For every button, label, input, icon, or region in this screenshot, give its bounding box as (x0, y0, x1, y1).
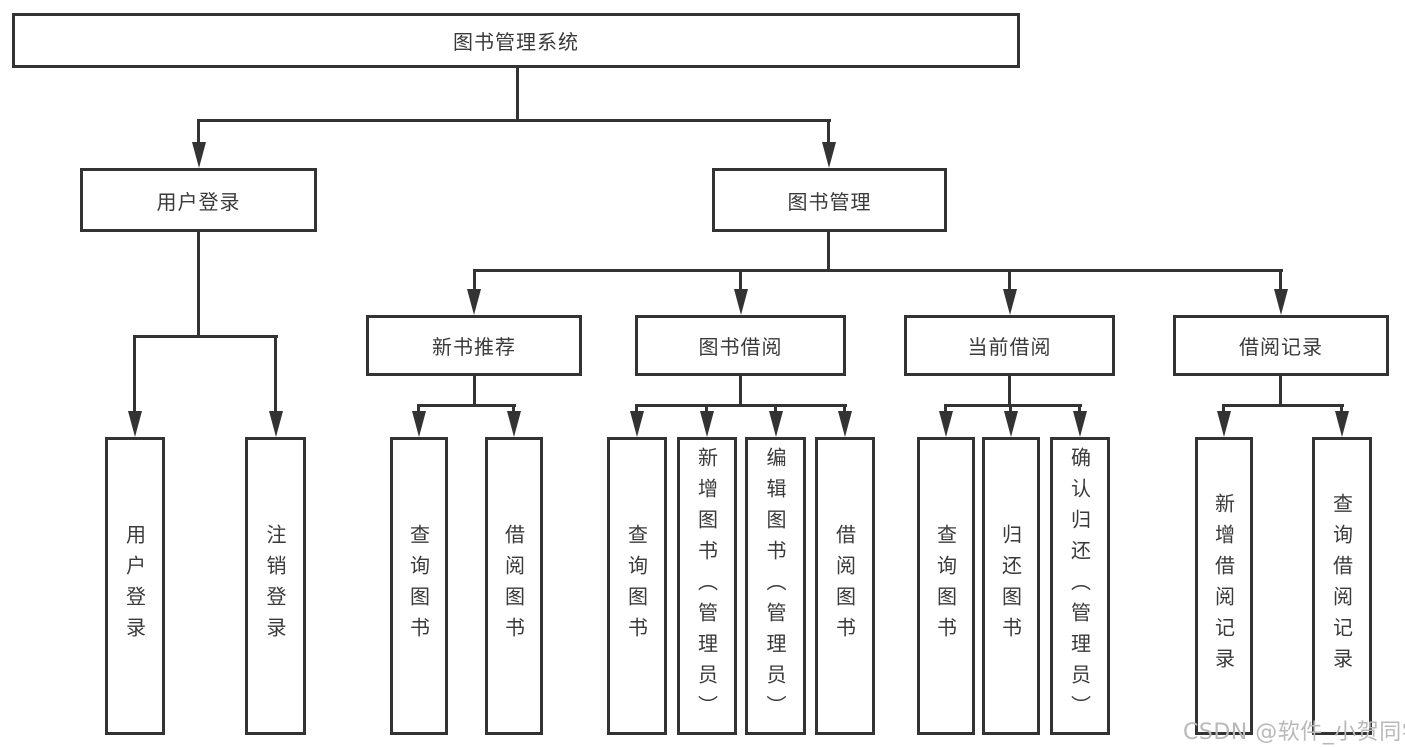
node-book-management: 图书管理 (712, 168, 947, 232)
arrow-down-icon (1274, 289, 1288, 315)
connector-line (1008, 269, 1011, 295)
connector-line (197, 119, 831, 122)
connector-line (1008, 376, 1011, 407)
node-leaf-add-borrow-record: 新增借阅记录 (1195, 437, 1253, 735)
node-leaf-logout: 注销登录 (245, 437, 306, 735)
arrow-down-icon (838, 411, 852, 437)
connector-line (133, 335, 136, 415)
node-label: 新书推荐 (432, 335, 516, 359)
node-leaf-borrow-books: 借阅图书 (815, 437, 875, 735)
node-label: 归还图书 (998, 524, 1023, 648)
node-label: 查询借阅记录 (1329, 493, 1354, 679)
connector-line (417, 404, 516, 407)
node-user-login: 用户登录 (80, 168, 317, 232)
node-label: 图书管理 (787, 189, 872, 214)
connector-line (1279, 376, 1282, 407)
node-leaf-recommend-borrow-books: 借阅图书 (485, 437, 543, 735)
arrow-down-icon (192, 142, 206, 168)
node-label: 借阅图书 (501, 524, 526, 648)
arrow-down-icon (467, 289, 481, 315)
node-label: 确认归还（管理员） (1067, 446, 1092, 726)
node-leaf-return-books: 归还图书 (982, 437, 1040, 735)
connector-line (274, 335, 277, 415)
connector-line (827, 232, 830, 272)
node-label: 当前借阅 (967, 335, 1052, 359)
node-leaf-confirm-return-admin: 确认归还（管理员） (1050, 437, 1110, 735)
connector-line (1279, 269, 1282, 295)
node-label: 查询图书 (933, 524, 958, 648)
connector-line (197, 119, 200, 149)
arrow-down-icon (507, 411, 521, 437)
arrow-down-icon (1003, 289, 1017, 315)
arrow-down-icon (1335, 411, 1349, 437)
node-label: 新增借阅记录 (1211, 493, 1236, 679)
arrow-down-icon (269, 411, 283, 437)
node-label: 查询图书 (624, 524, 649, 648)
node-book-borrow: 图书借阅 (635, 315, 846, 376)
arrow-down-icon (769, 411, 783, 437)
node-label: 查询图书 (406, 524, 431, 648)
node-leaf-current-query-books: 查询图书 (917, 437, 975, 735)
connector-line (133, 335, 278, 338)
connector-line (739, 376, 742, 407)
connector-line (473, 376, 476, 407)
node-label: 编辑图书（管理员） (763, 446, 787, 726)
node-leaf-query-borrow-record: 查询借阅记录 (1312, 437, 1372, 735)
node-leaf-edit-books-admin: 编辑图书（管理员） (745, 437, 806, 735)
connector-line (944, 404, 1082, 407)
node-label: 借阅图书 (832, 524, 857, 648)
node-leaf-user-login: 用户登录 (105, 437, 165, 735)
connector-line (1222, 404, 1344, 407)
connector-line (473, 269, 476, 295)
arrow-down-icon (1073, 411, 1087, 437)
node-leaf-borrow-query-books: 查询图书 (607, 437, 667, 735)
node-label: 用户登录 (156, 189, 241, 214)
node-label: 注销登录 (263, 524, 287, 648)
arrow-down-icon (1217, 411, 1231, 437)
node-leaf-add-books-admin: 新增图书（管理员） (677, 437, 737, 735)
node-label: 借阅记录 (1239, 335, 1323, 359)
node-new-book-recommend: 新书推荐 (366, 315, 582, 376)
arrow-down-icon (128, 411, 142, 437)
connector-line (473, 269, 1283, 272)
node-current-borrow: 当前借阅 (904, 315, 1115, 376)
node-library-management-system: 图书管理系统 (12, 13, 1020, 68)
node-label: 用户登录 (122, 524, 147, 648)
arrow-down-icon (630, 411, 644, 437)
node-label: 新增图书（管理员） (694, 446, 719, 726)
connector-line (739, 269, 742, 295)
arrow-down-icon (1004, 411, 1018, 437)
node-label: 图书借阅 (698, 335, 783, 359)
arrow-down-icon (822, 142, 836, 168)
connector-line (635, 404, 847, 407)
node-borrow-records: 借阅记录 (1173, 315, 1389, 376)
node-label: 图书管理系统 (453, 30, 579, 54)
arrow-down-icon (734, 289, 748, 315)
connector-line (197, 232, 200, 338)
connector-line (827, 119, 830, 149)
connector-line (516, 68, 519, 120)
watermark: CSDN @软件_小贺同学 (1183, 720, 1405, 745)
arrow-down-icon (939, 411, 953, 437)
arrow-down-icon (700, 411, 714, 437)
arrow-down-icon (412, 411, 426, 437)
node-leaf-recommend-query-books: 查询图书 (390, 437, 448, 735)
